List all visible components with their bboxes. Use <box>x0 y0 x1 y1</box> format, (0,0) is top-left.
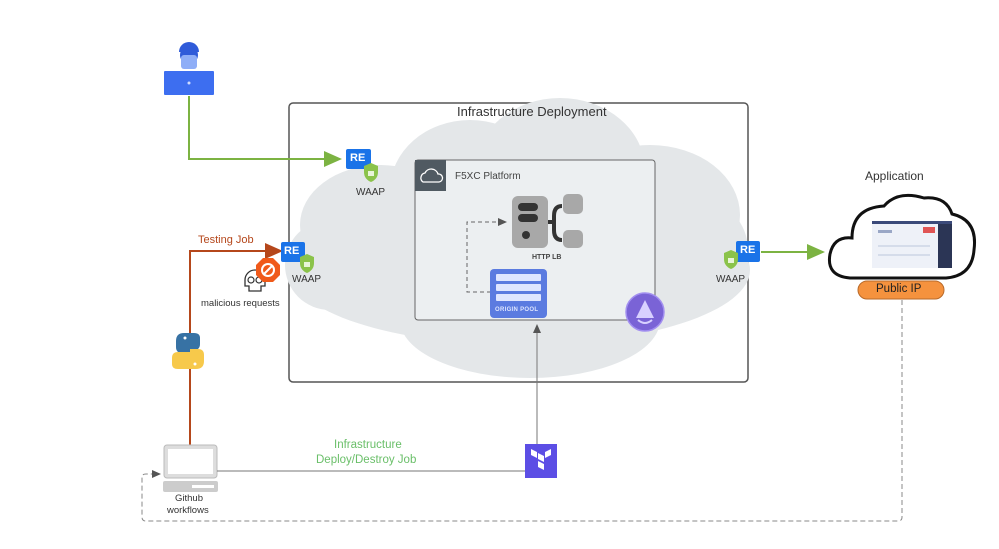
user-to-waap-connector <box>188 96 342 167</box>
app-dashboard-icon <box>872 221 952 268</box>
re-badge-top-text: RE <box>350 152 366 164</box>
lock-icon <box>304 262 310 267</box>
lock-icon <box>368 171 374 176</box>
block-icon <box>256 258 280 282</box>
user-laptop-icon <box>164 42 214 95</box>
malicious-requests-label: malicious requests <box>201 298 280 309</box>
origin-pool-icon <box>490 269 547 318</box>
public-ip-badge <box>857 280 945 300</box>
waap-label-left: WAAP <box>292 274 322 285</box>
terraform-icon <box>525 444 557 478</box>
testing-job-label: Testing Job <box>198 234 254 246</box>
waap-label-right: WAAP <box>716 274 746 285</box>
lock-icon <box>728 258 734 263</box>
python-icon <box>172 333 204 369</box>
kubernetes-sphere-icon <box>625 292 665 332</box>
feedback-dashed-connector <box>141 300 903 522</box>
re-badge-left <box>281 242 305 262</box>
github-label-line1: Github <box>175 493 203 504</box>
application-label: Application <box>865 169 924 183</box>
github-label-line2: workflows <box>167 505 209 516</box>
infra-job-label-line2: Deploy/Destroy Job <box>316 454 417 466</box>
infrastructure-deployment-title: Infrastructure Deployment <box>457 104 607 119</box>
origin-pool-label: ORIGIN POOL <box>495 307 539 313</box>
re-badge-left-text: RE <box>284 245 300 257</box>
origin-to-lb-dashed-connector <box>466 218 507 293</box>
github-laptop-icon <box>163 444 218 492</box>
waap-label-top: WAAP <box>356 187 386 198</box>
re-badge-top <box>346 149 371 169</box>
testing-job-connector <box>189 243 283 445</box>
infra-job-label-line1: Infrastructure <box>334 439 402 451</box>
public-ip-label: Public IP <box>876 283 922 295</box>
f5xc-platform-title: F5XC Platform <box>455 171 521 182</box>
http-lb-label: HTTP LB <box>532 254 562 261</box>
re-badge-right-text: RE <box>740 244 756 256</box>
http-lb-icon <box>512 194 583 248</box>
f5xc-cloud-icon <box>420 168 444 183</box>
re-badge-right <box>736 241 760 262</box>
